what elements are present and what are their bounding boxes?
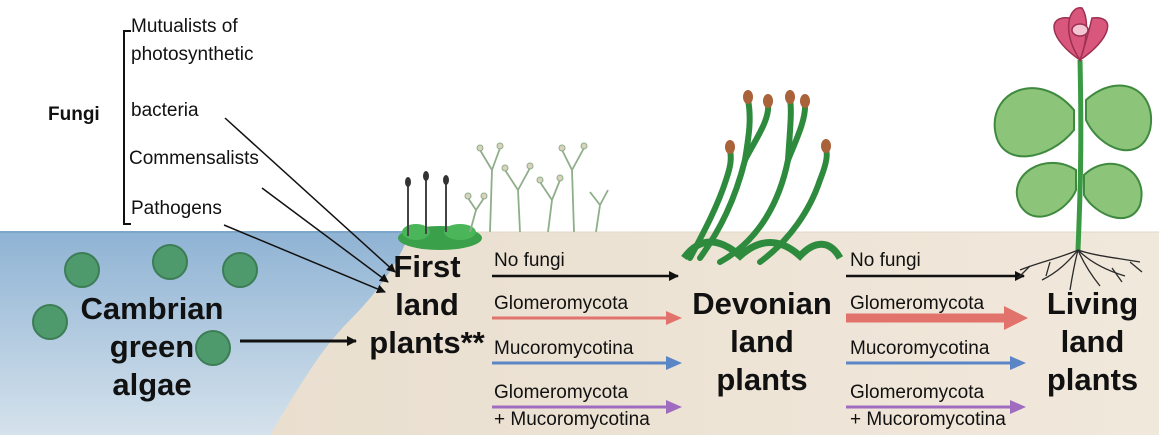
stage-first-line: land [362,286,492,324]
label-both-1-line1: Glomeromycota [494,382,628,404]
stage-first-line: First [362,248,492,286]
stage-cambrian-line: algae [72,366,232,404]
stage-devonian-line: plants [682,361,842,399]
fungi-item-mutualists-line3: bacteria [131,100,199,122]
label-glomero-2: Glomeromycota [850,293,984,315]
label-no-fungi-1: No fungi [494,250,565,272]
label-no-fungi-2: No fungi [850,250,921,272]
label-mucoro-1: Mucoromycotina [494,338,633,360]
algae-cell [223,253,257,287]
label-mucoro-2: Mucoromycotina [850,338,989,360]
fungi-item-commensalists: Commensalists [129,148,259,170]
fungi-bracket [124,31,131,224]
stage-devonian-line: Devonian [682,285,842,323]
fungi-title: Fungi [48,104,100,126]
stage-living-line: land [1030,323,1155,361]
algae-cell [65,253,99,287]
stage-first-line: plants** [362,324,492,362]
fungi-item-mutualists-line2: photosynthetic [131,44,254,66]
algae-cell [33,305,67,339]
leaves [995,86,1151,219]
stage-cambrian-line: green [72,328,232,366]
fungi-item-mutualists-line1: Mutualists of [131,16,238,38]
label-both-1-line2: + Mucoromycotina [494,409,650,431]
label-both-2-line1: Glomeromycota [850,382,984,404]
stage-first-label: First land plants** [362,248,492,361]
stage-devonian-label: Devonian land plants [682,285,842,398]
branching-sporophytes [468,148,608,232]
fungi-item-pathogens: Pathogens [131,198,222,220]
sporangia [465,143,587,199]
stage-devonian-line: land [682,323,842,361]
stage-living-label: Living land plants [1030,285,1155,398]
label-both-2-line2: + Mucoromycotina [850,409,1006,431]
flower [1054,8,1108,60]
algae-cell [153,245,187,279]
stage-living-line: Living [1030,285,1155,323]
stage-cambrian-label: Cambrian green algae [72,290,232,403]
flower-stem [1078,60,1081,250]
label-glomero-1: Glomeromycota [494,293,628,315]
stage-living-line: plants [1030,361,1155,399]
stage-cambrian-line: Cambrian [72,290,232,328]
devonian-sporangia [725,90,831,154]
